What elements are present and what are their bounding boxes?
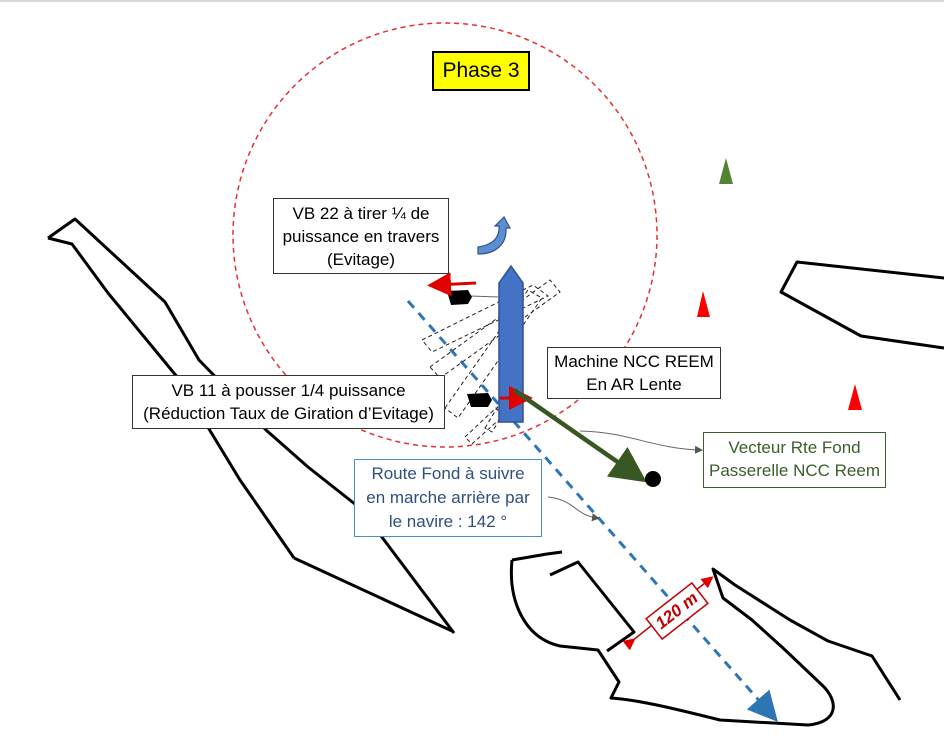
tug-vb11 [467, 393, 492, 407]
jetty-rectangle [549, 560, 636, 653]
route-instruction: Route Fond à suivre en marche arrière pa… [354, 459, 542, 537]
vb22-line-2: puissance en travers [282, 227, 440, 246]
phase-label: Phase 3 [432, 51, 530, 91]
vb11-line-1: VB 11 à pousser 1/4 puissance [171, 381, 406, 400]
vector-line-1: Vecteur Rte Fond [728, 438, 861, 457]
red-buoy-east [848, 384, 862, 410]
red-buoy-north [697, 291, 710, 317]
route-line-1: Route Fond à suivre [371, 464, 525, 483]
ghost-ship-1 [421, 284, 549, 353]
route-line [406, 300, 778, 723]
ghost-ship-4 [464, 407, 504, 445]
southwest-quay-line [293, 556, 453, 633]
machine-line-2: En AR Lente [586, 375, 682, 394]
vb11-line-2: (Réduction Taux de Giration d’Evitage) [143, 404, 434, 423]
route-leader-line [547, 496, 600, 522]
vb22-line-1: VB 22 à tirer ¼ de [292, 204, 430, 223]
route-line-2: en marche arrière par [366, 488, 530, 507]
east-breakwater [779, 260, 944, 350]
vb22-line-3: (Evitage) [326, 250, 396, 269]
west-inner-line [47, 236, 296, 559]
vb11-instruction: VB 11 à pousser 1/4 puissance (Réduction… [132, 375, 445, 429]
distance-label-box [645, 581, 709, 641]
vector-leader-line [579, 430, 703, 454]
anchor-point [645, 471, 661, 487]
vb22-pull-arrow [427, 272, 477, 297]
vector-note: Vecteur Rte Fond Passerelle NCC Reem [703, 432, 886, 488]
basin-top-line [511, 550, 563, 562]
vector-line-2: Passerelle NCC Reem [709, 461, 880, 480]
green-buoy [719, 158, 733, 184]
top-divider [0, 0, 944, 2]
turning-circle [232, 22, 658, 448]
ship-hull [498, 264, 524, 423]
machine-line-1: Machine NCC REEM [554, 352, 714, 371]
rotation-arrow-icon [477, 216, 512, 255]
tow-line [469, 295, 500, 298]
harbour-basin-line [509, 559, 902, 727]
machine-instruction: Machine NCC REEM En AR Lente [547, 347, 721, 399]
ground-vector-arrow [512, 388, 647, 483]
route-line-3: le navire : 142 ° [388, 512, 508, 531]
tug-vb22 [447, 290, 472, 305]
vb22-instruction: VB 22 à tirer ¼ de puissance en travers … [273, 198, 449, 274]
